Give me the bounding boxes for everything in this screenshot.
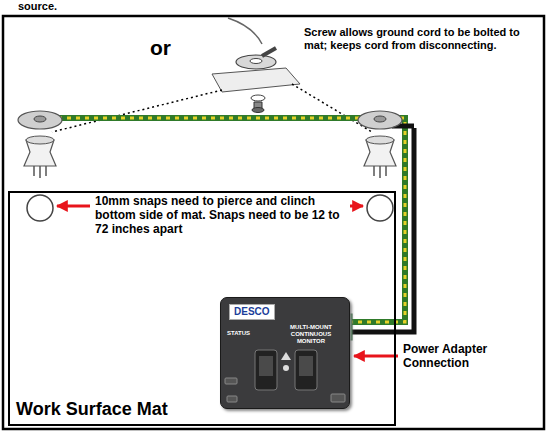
node-text: STATUS xyxy=(227,330,250,337)
node-text: DESCO xyxy=(229,304,275,320)
snap-right xyxy=(358,111,402,178)
screw-detail xyxy=(212,18,300,113)
work-surface-mat: Work Surface Mat DESCO STATUS MULTI-MOUNT C… xyxy=(8,191,396,426)
snap-hole xyxy=(367,195,393,221)
cut-off-text: source. xyxy=(18,0,57,13)
node-text: MULTI-MOUNT CONTINUOUS MONITOR xyxy=(281,324,341,345)
dotted-leader xyxy=(52,90,222,132)
snap-hole xyxy=(27,195,53,221)
red-arrow xyxy=(57,205,90,208)
red-arrow xyxy=(354,355,398,358)
node-text: Work Surface Mat xyxy=(16,399,168,420)
or-text: or xyxy=(150,36,171,60)
frame xyxy=(3,16,544,429)
red-arrow xyxy=(350,205,363,208)
note-text: Screw allows ground cord to be bolted to… xyxy=(304,26,532,51)
note-text: 10mm snaps need to pierce and clinch bot… xyxy=(95,195,347,236)
dotted-leader xyxy=(292,84,372,132)
callout-text: Power Adapter Connection xyxy=(403,343,513,371)
snap-left xyxy=(18,111,62,178)
continuous-monitor: DESCO STATUS MULTI-MOUNT CONTINUOUS MONITO… xyxy=(220,297,350,409)
